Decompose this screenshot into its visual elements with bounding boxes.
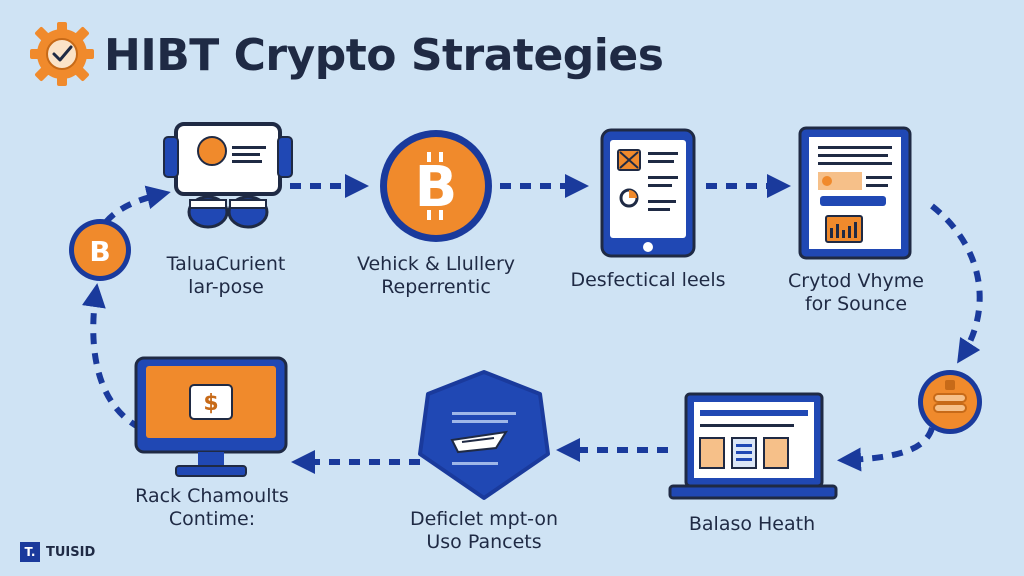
page-title: HIBT Crypto Strategies: [104, 30, 664, 81]
node-label-line: TaluaCurient: [166, 253, 286, 275]
node-7-monitor-icon: $: [134, 356, 288, 477]
arrow-4-to-5: [930, 203, 983, 364]
bitcoin-icon: B: [89, 235, 110, 268]
node-3-tablet-icon: [600, 128, 696, 258]
node-5-laptop-icon: [668, 392, 838, 500]
arrow-right-coin-down: [837, 426, 935, 472]
node-label: TaluaCurient lar-pose: [167, 253, 286, 299]
node-label: Balaso Heath: [689, 513, 815, 536]
right-coin-icon: [918, 370, 982, 434]
node-label-line: Deficlet mpt-on: [409, 508, 559, 530]
node-label-line: Balaso Heath: [688, 513, 816, 535]
flow-arrows: [82, 174, 983, 474]
node-label-line: for Sounce: [804, 293, 908, 315]
node-label-line: Vehick & Llullery: [356, 253, 516, 275]
node-label: Desfectical leels: [570, 269, 725, 292]
node-label: Vehick & Llullery Reperrentic: [357, 253, 515, 299]
node-4-report-icon: [798, 126, 912, 260]
node-label: Rack Chamoults Contime:: [135, 485, 289, 531]
arrow-7-to-coin: [82, 283, 142, 431]
gear-check-icon: [30, 22, 94, 86]
node-2-bitcoin-icon: B: [380, 130, 492, 242]
arrow-coin-to-1: [103, 185, 171, 225]
node-label-line: Desfectical leels: [570, 269, 726, 291]
node-label: Deficlet mpt-on Uso Pancets: [410, 508, 558, 554]
node-label: Crytod Vhyme for Sounce: [788, 270, 924, 316]
node-label-line: Rack Chamoults: [135, 485, 289, 507]
left-coin-icon: B: [69, 219, 131, 281]
node-6-shield-icon: [418, 370, 550, 500]
brand-logo-icon: T.: [20, 542, 40, 562]
node-label-line: Contime:: [168, 508, 256, 530]
node-1-icon: [163, 122, 293, 229]
dollar-icon: $: [203, 391, 218, 416]
node-label-line: Crytod Vhyme: [788, 270, 924, 292]
brand-watermark: T. TUISID: [20, 541, 95, 563]
bitcoin-glyph: B: [415, 155, 458, 220]
node-label-line: Reperrentic: [381, 276, 491, 298]
node-label-line: lar-pose: [188, 276, 264, 298]
brand-name: TUISID: [46, 544, 96, 560]
node-label-line: Uso Pancets: [426, 531, 542, 553]
